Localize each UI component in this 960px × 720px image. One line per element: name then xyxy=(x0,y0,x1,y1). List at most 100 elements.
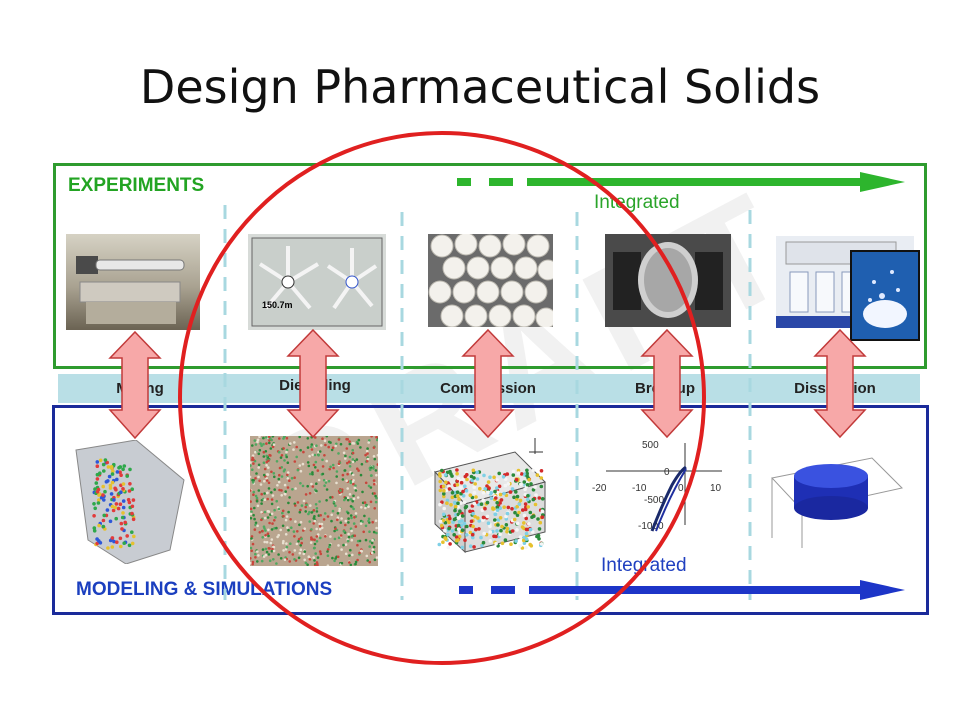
particle xyxy=(271,522,274,525)
particle xyxy=(306,437,310,440)
particle xyxy=(97,492,102,496)
particle xyxy=(455,483,460,487)
particle xyxy=(105,508,110,512)
particle xyxy=(287,501,290,505)
particle xyxy=(495,508,500,512)
particle xyxy=(524,516,528,521)
breakup-curve xyxy=(650,465,687,532)
particle xyxy=(128,482,132,486)
particle xyxy=(285,436,289,440)
particle xyxy=(329,465,332,469)
particle xyxy=(486,521,491,525)
particle xyxy=(267,553,271,556)
particle xyxy=(510,529,515,533)
particle xyxy=(263,540,266,544)
particle xyxy=(495,505,500,509)
particle xyxy=(353,486,357,490)
particle xyxy=(470,504,475,508)
particle xyxy=(469,519,474,524)
particle xyxy=(324,443,327,447)
particle xyxy=(498,532,502,537)
particle xyxy=(465,472,469,477)
particle xyxy=(267,435,271,438)
particle xyxy=(331,463,335,467)
particle xyxy=(288,496,291,499)
particle xyxy=(369,500,373,504)
particle xyxy=(337,544,340,547)
particle xyxy=(254,450,257,454)
particle xyxy=(471,524,475,529)
particle xyxy=(275,460,279,463)
particle xyxy=(366,452,369,455)
particle xyxy=(327,440,331,444)
particle xyxy=(274,516,277,519)
particle xyxy=(461,494,466,498)
particle xyxy=(465,477,469,482)
particle xyxy=(504,514,508,519)
particle xyxy=(455,468,459,472)
particle xyxy=(112,498,116,502)
particle xyxy=(344,519,348,523)
particle xyxy=(373,492,376,495)
stage-dividers xyxy=(223,205,752,600)
particle xyxy=(288,550,291,554)
particle xyxy=(347,532,350,536)
particle xyxy=(349,514,353,517)
particle xyxy=(514,477,519,482)
particle xyxy=(267,534,270,538)
particle xyxy=(367,519,370,523)
particle xyxy=(311,472,314,476)
particle xyxy=(452,533,456,537)
particle xyxy=(536,517,540,521)
particle xyxy=(290,526,293,529)
particle xyxy=(298,510,302,514)
particle xyxy=(314,436,317,439)
particle xyxy=(331,556,334,560)
particle xyxy=(106,546,110,550)
particle xyxy=(536,533,541,538)
particle xyxy=(472,490,477,495)
particle xyxy=(299,469,303,473)
particle xyxy=(473,482,477,486)
particle xyxy=(277,507,281,511)
particle xyxy=(298,464,302,467)
particle xyxy=(285,455,288,459)
particle xyxy=(518,535,523,539)
particle xyxy=(351,460,355,464)
particle xyxy=(283,459,286,462)
particle xyxy=(112,539,116,544)
particle xyxy=(364,538,368,542)
particle xyxy=(325,459,328,463)
particle xyxy=(368,540,372,543)
particle xyxy=(527,522,531,526)
particle xyxy=(325,488,329,491)
particle xyxy=(321,458,324,462)
particle xyxy=(539,542,544,546)
die-filling-photo: 150.7m xyxy=(248,234,386,330)
particle xyxy=(336,512,340,515)
particle xyxy=(318,550,322,553)
particle xyxy=(442,492,446,496)
particle xyxy=(321,472,325,476)
particle xyxy=(256,438,260,442)
particle xyxy=(459,501,463,505)
particle xyxy=(488,524,492,529)
particle xyxy=(348,455,352,459)
particle xyxy=(347,521,350,524)
particle xyxy=(312,522,315,525)
particle xyxy=(351,451,355,455)
particle xyxy=(270,438,273,442)
particle xyxy=(101,493,105,497)
particle xyxy=(130,541,135,546)
particle xyxy=(293,535,296,538)
particle xyxy=(313,542,317,546)
particle xyxy=(251,542,255,546)
particle xyxy=(525,468,529,473)
particle xyxy=(268,521,271,525)
particle xyxy=(537,527,542,531)
particle xyxy=(531,468,535,473)
particle xyxy=(290,476,294,480)
particle xyxy=(441,540,445,544)
particle xyxy=(306,446,310,449)
particle xyxy=(517,502,522,506)
